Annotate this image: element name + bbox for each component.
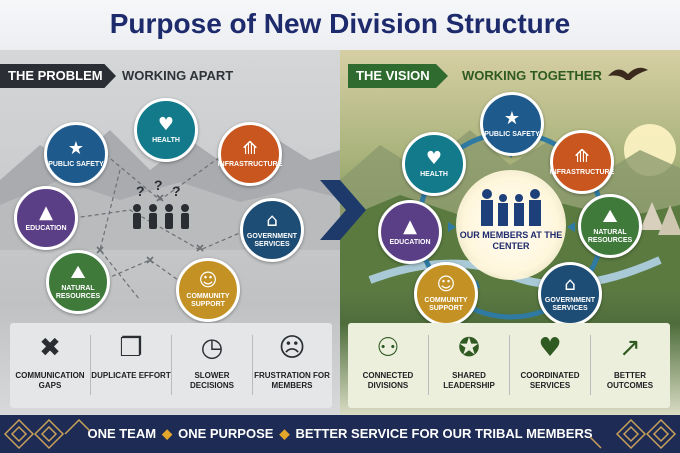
benefit-coordinated-services: ♥ COORDINATED SERVICES: [510, 323, 590, 408]
vision-benefits-strip: ⚇ CONNECTED DIVISIONS ✪ SHARED LEADERSHI…: [348, 323, 670, 408]
speech-bubble-x-icon: ✖: [39, 333, 61, 363]
issue-label: COMMUNICATION GAPS: [15, 371, 85, 390]
road-icon: ⟰: [574, 146, 590, 167]
eagle-icon: [608, 67, 648, 80]
benefit-label: CONNECTED DIVISIONS: [362, 371, 414, 390]
divider: [171, 335, 172, 395]
node-government-services: ⌂ GOVERNMENT SERVICES: [538, 262, 602, 326]
svg-text:?: ?: [172, 183, 181, 199]
government-building-icon: ⌂: [564, 274, 576, 295]
node-government-services: ⌂ GOVERNMENT SERVICES: [240, 198, 304, 262]
node-label: INFRASTRUCTURE: [217, 161, 283, 168]
node-natural-resources: ⛰ NATURAL RESOURCES: [46, 250, 110, 314]
node-label: EDUCATION: [25, 225, 67, 232]
node-community-support: ☺ COMMUNITY SUPPORT: [414, 262, 478, 326]
mountain-tree-icon: ⛰: [70, 262, 86, 283]
banner-one-purpose: ONE PURPOSE: [178, 426, 274, 441]
node-natural-resources: ⛰ NATURAL RESOURCES: [578, 194, 642, 258]
members-center-label: OUR MEMBERS AT THE CENTER: [459, 230, 563, 251]
problem-issues-strip: ✖ COMMUNICATION GAPS ❐ DUPLICATE EFFORT …: [10, 323, 332, 408]
node-label: HEALTH: [152, 137, 180, 144]
issue-communication-gaps: ✖ COMMUNICATION GAPS: [10, 323, 90, 408]
rising-chart-icon: ↗: [619, 333, 641, 363]
node-public-safety: ★ PUBLIC SAFETY: [44, 122, 108, 186]
benefit-label: SHARED LEADERSHIP: [443, 371, 495, 390]
node-health: ♥ HEALTH: [134, 98, 198, 162]
vision-tag: THE VISION: [348, 64, 448, 88]
connected-people-icon: ⚇: [376, 333, 400, 363]
benefit-label: COORDINATED SERVICES: [520, 371, 580, 390]
documents-icon: ❐: [119, 333, 143, 363]
people-group-icon: ☺: [436, 274, 456, 295]
graduation-cap-icon: ▲: [39, 202, 53, 223]
family-icon: [481, 189, 541, 226]
confused-people-icon: ? ? ?: [133, 180, 189, 229]
node-infrastructure: ⟰ INFRASTRUCTURE: [550, 130, 614, 194]
badge-star-icon: ★: [67, 138, 85, 159]
node-community-support: ☺ COMMUNITY SUPPORT: [176, 258, 240, 322]
divider: [90, 335, 91, 395]
node-education: ▲ EDUCATION: [378, 200, 442, 264]
issue-duplicate-effort: ❐ DUPLICATE EFFORT: [91, 323, 171, 408]
handshake-icon: ♥: [538, 333, 562, 363]
issue-slower-decisions: ◷ SLOWER DECISIONS: [172, 323, 252, 408]
footer-banner: ONE TEAM ◆ ONE PURPOSE ◆ BETTER SERVICE FOR …: [0, 415, 680, 453]
node-label: PUBLIC SAFETY: [484, 131, 540, 138]
benefit-better-outcomes: ↗ BETTER OUTCOMES: [590, 323, 670, 408]
node-label: HEALTH: [420, 171, 448, 178]
members-center: OUR MEMBERS AT THE CENTER: [456, 170, 566, 280]
star-leader-icon: ✪: [458, 333, 480, 363]
clock-icon: ◷: [200, 333, 224, 363]
tribal-pattern-right: [590, 418, 677, 450]
node-infrastructure: ⟰ INFRASTRUCTURE: [218, 122, 282, 186]
node-public-safety: ★ PUBLIC SAFETY: [480, 92, 544, 156]
benefit-shared-leadership: ✪ SHARED LEADERSHIP: [429, 323, 509, 408]
banner-separator-icon: ◆: [162, 426, 173, 441]
issue-label: DUPLICATE EFFORT: [91, 371, 171, 380]
issue-label: FRUSTRATION FOR MEMBERS: [254, 371, 330, 390]
page-title: Purpose of New Division Structure: [0, 0, 680, 50]
tribal-pattern-left: [3, 418, 90, 450]
node-label: GOVERNMENT SERVICES: [246, 233, 298, 248]
issue-frustration: ☹ FRUSTRATION FOR MEMBERS: [252, 323, 332, 408]
problem-panel: THE PROBLEM WORKING APART ★ PUBLIC SAFET…: [0, 50, 340, 415]
node-label: INFRASTRUCTURE: [549, 169, 615, 176]
problem-tag: THE PROBLEM: [0, 64, 116, 88]
node-label: EDUCATION: [389, 239, 431, 246]
road-icon: ⟰: [242, 138, 258, 159]
node-label: PUBLIC SAFETY: [48, 161, 104, 168]
problem-subtitle: WORKING APART: [122, 68, 234, 83]
benefit-connected-divisions: ⚇ CONNECTED DIVISIONS: [348, 323, 428, 408]
transition-arrow-icon: [320, 180, 366, 240]
people-group-icon: ☺: [198, 270, 218, 291]
benefit-label: BETTER OUTCOMES: [606, 371, 654, 390]
heart-pulse-icon: ♥: [425, 148, 443, 169]
divider: [252, 335, 253, 395]
node-label: COMMUNITY SUPPORT: [424, 297, 468, 312]
heart-pulse-icon: ♥: [157, 114, 175, 135]
banner-one-team: ONE TEAM: [87, 426, 157, 441]
svg-text:?: ?: [136, 183, 145, 199]
badge-star-icon: ★: [503, 108, 521, 129]
stressed-person-icon: ☹: [278, 333, 306, 363]
divider: [428, 335, 429, 395]
vision-subtitle: WORKING TOGETHER: [462, 68, 602, 83]
node-education: ▲ EDUCATION: [14, 186, 78, 250]
node-label: NATURAL RESOURCES: [587, 229, 633, 244]
svg-text:?: ?: [154, 180, 163, 193]
issue-label: SLOWER DECISIONS: [189, 371, 234, 390]
government-building-icon: ⌂: [266, 210, 278, 231]
banner-better-service: BETTER SERVICE FOR OUR TRIBAL MEMBERS: [295, 426, 593, 441]
divider: [509, 335, 510, 395]
node-health: ♥ HEALTH: [402, 132, 466, 196]
node-label: NATURAL RESOURCES: [55, 285, 101, 300]
mountain-tree-icon: ⛰: [602, 206, 618, 227]
graduation-cap-icon: ▲: [403, 216, 417, 237]
node-label: COMMUNITY SUPPORT: [186, 293, 230, 308]
node-label: GOVERNMENT SERVICES: [544, 297, 596, 312]
divider: [590, 335, 591, 395]
banner-separator-icon: ◆: [279, 426, 290, 441]
